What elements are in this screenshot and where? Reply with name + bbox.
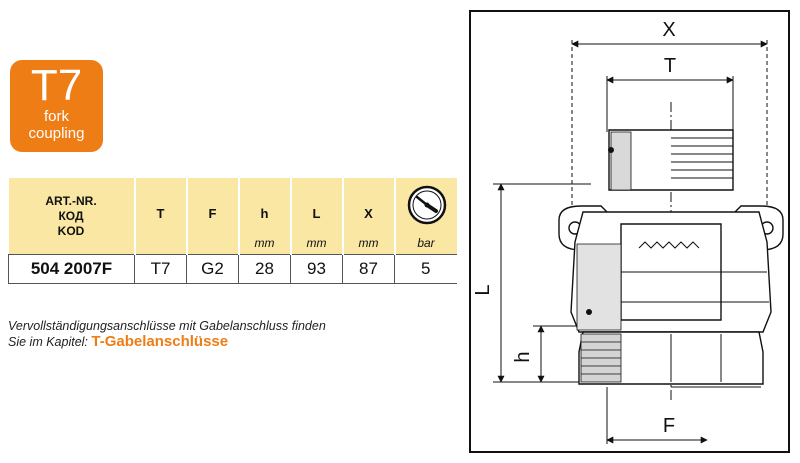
art-header-1: ART.-NR. [45, 193, 97, 208]
header-art-no: ART.-NR. КОД KOD [8, 178, 136, 255]
badge-line-2: coupling [28, 125, 85, 142]
section-hatching [576, 131, 632, 383]
cell-f: G2 [186, 254, 239, 284]
cell-t: T7 [134, 254, 187, 284]
cell-art-no: 504 2007F [8, 254, 135, 284]
chapter-note: Vervollständigungsanschlüsse mit Gabelan… [8, 318, 326, 350]
thread-ridges [621, 137, 769, 388]
product-badge: T7 fork coupling [10, 60, 103, 152]
table-row: 504 2007F T7 G2 28 93 87 5 [8, 254, 457, 284]
header-f-symbol: F [208, 206, 217, 221]
dim-t-label: T [664, 55, 676, 77]
header-h-symbol: h [260, 206, 269, 221]
header-t: T [134, 178, 188, 255]
header-x-unit: mm [358, 236, 379, 250]
header-f: F [186, 178, 240, 255]
cell-l: 93 [290, 254, 343, 284]
technical-drawing: X T L h F [469, 10, 790, 453]
note-line-2: Sie im Kapitel: T-Gabelanschlüsse [8, 334, 326, 350]
header-l-unit: mm [306, 236, 327, 250]
header-h-unit: mm [254, 236, 275, 250]
header-pressure: bar [394, 178, 457, 255]
spec-table-header: ART.-NR. КОД KOD T F h mm L mm X mm [8, 178, 457, 255]
badge-code: T7 [30, 61, 83, 110]
marker-dot [608, 147, 614, 153]
header-h: h mm [238, 178, 292, 255]
header-pressure-unit: bar [417, 236, 435, 250]
art-header-3: KOD [57, 223, 85, 238]
dim-h-label: h [512, 351, 534, 362]
cell-pressure: 5 [394, 254, 457, 284]
note-prefix: Sie im Kapitel: [8, 335, 92, 349]
note-line-1: Vervollständigungsanschlüsse mit Gabelan… [8, 319, 326, 333]
marker-dot [586, 309, 592, 315]
spec-table: ART.-NR. КОД KOD T F h mm L mm X mm [8, 178, 457, 284]
cell-x: 87 [342, 254, 395, 284]
coupling-drawing: X T L h F [472, 19, 784, 444]
art-header-2: КОД [58, 208, 84, 223]
cell-h: 28 [238, 254, 291, 284]
header-l-symbol: L [312, 206, 321, 221]
header-x-symbol: X [364, 206, 373, 221]
dim-f-label: F [663, 415, 675, 437]
header-l: L mm [290, 178, 344, 255]
header-t-symbol: T [156, 206, 165, 221]
pressure-gauge-icon [407, 185, 446, 225]
badge-line-1: fork [43, 108, 69, 125]
dim-x-label: X [662, 19, 675, 41]
header-x: X mm [342, 178, 396, 255]
chapter-link[interactable]: T-Gabelanschlüsse [91, 333, 229, 350]
dim-l-label: L [472, 284, 494, 295]
